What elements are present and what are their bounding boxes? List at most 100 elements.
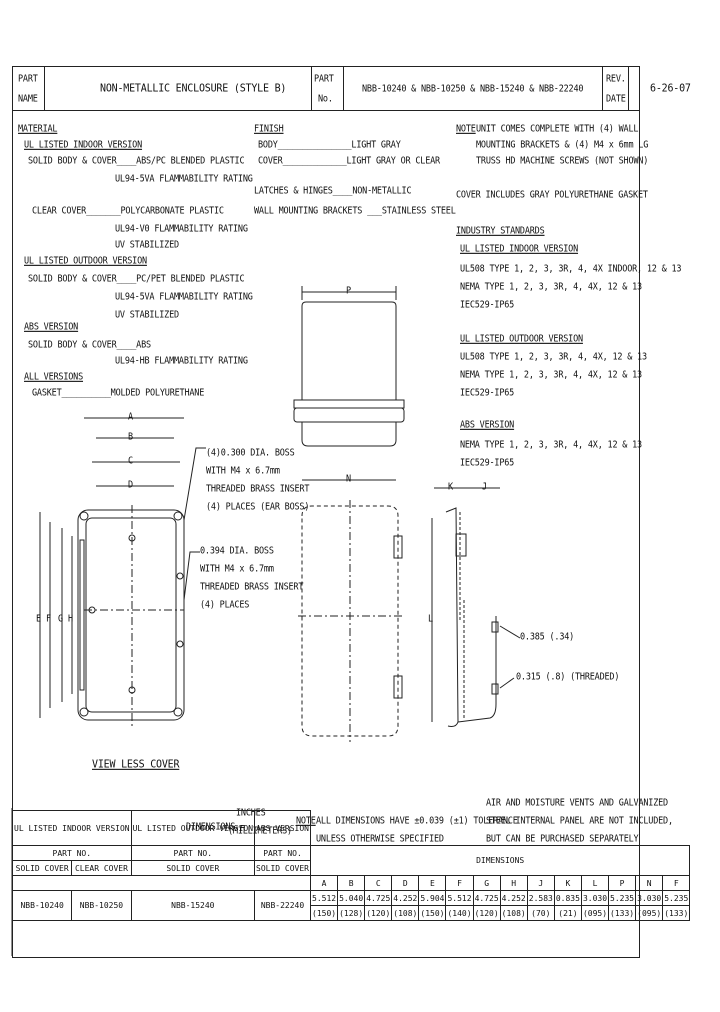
boss-callout: (4) PLACES (EAR BOSS) — [206, 502, 310, 513]
boss-callout: THREADED BRASS INSERT — [206, 484, 310, 495]
side-dim-callout: 0.385 (.34) — [520, 632, 575, 643]
ul-indoor-heading: UL LISTED INDOOR VERSION — [24, 140, 143, 151]
column-header: G — [472, 875, 501, 891]
vents-note: BUT CAN BE PURCHASED SEPARATELY — [486, 834, 639, 845]
dim-mm: (133) — [608, 905, 637, 921]
boss-callout: (4)0.300 DIA. BOSS — [206, 448, 295, 459]
dimensions-table: UL LISTED INDOOR VERSION UL LISTED OUTDO… — [11, 810, 691, 921]
standards-heading: INDUSTRY STANDARDS — [456, 226, 545, 237]
std-outdoor-heading: UL LISTED OUTDOOR VERSION — [460, 334, 583, 345]
title-block-rule — [12, 110, 639, 111]
dim-inches: 4.252 — [391, 890, 420, 906]
column-header: F — [662, 875, 691, 891]
dim-inches: 3.030 — [580, 890, 610, 906]
finish-line: LATCHES & HINGES____NON-METALLIC — [254, 186, 412, 197]
abs-heading: ABS VERSION — [24, 322, 79, 333]
vents-note: AIR AND MOISTURE VENTS AND GALVANIZED — [486, 798, 668, 809]
std-line: IEC529-IP65 — [460, 458, 515, 469]
dim-mm: (095) — [635, 905, 664, 921]
material-line: UL94-5VA FLAMMABILITY RATING — [115, 292, 253, 303]
part-no-header: PART NO. — [254, 845, 311, 861]
vents-note: STEEL INTERNAL PANEL ARE NOT INCLUDED, — [486, 816, 673, 827]
material-line: UL94-5VA FLAMMABILITY RATING — [115, 174, 253, 185]
dim-letter: N — [346, 474, 351, 485]
finish-line: BODY_______________LIGHT GRAY — [258, 140, 401, 151]
finish-heading: FINISH — [254, 124, 284, 135]
part-no-label: No. — [318, 94, 333, 105]
cover-note: COVER INCLUDES GRAY POLYURETHANE GASKET — [456, 190, 648, 201]
material-line: UV STABILIZED — [115, 310, 179, 321]
dim-letter: C — [128, 456, 133, 467]
front-view — [39, 417, 206, 726]
dim-mm: (133) — [662, 905, 691, 921]
part-no-header: PART NO. — [130, 845, 256, 861]
dim-inches: 4.725 — [472, 890, 501, 906]
dim-letter: H — [68, 614, 73, 625]
dimensions-header: DIMENSIONS — [309, 845, 691, 876]
boss-callout: 0.394 DIA. BOSS — [200, 546, 274, 557]
column-header: B — [337, 875, 366, 891]
title-divider — [44, 66, 45, 110]
dim-mm: (128) — [337, 905, 366, 921]
material-line: SOLID BODY & COVER____PC/PET BLENDED PLA… — [28, 274, 245, 285]
std-line: IEC529-IP65 — [460, 388, 515, 399]
part-number: NBB-10240 — [11, 890, 73, 921]
dim-mm: (095) — [580, 905, 610, 921]
note-label: NOTE — [456, 124, 476, 135]
dim-letter: L — [428, 614, 433, 625]
dim-inches: 5.512 — [309, 890, 339, 906]
dim-inches: 3.030 — [635, 890, 664, 906]
material-line: UV STABILIZED — [115, 240, 179, 251]
column-header: C — [364, 875, 393, 891]
material-line: SOLID BODY & COVER____ABS/PC BLENDED PLA… — [28, 156, 245, 167]
material-line: UL94-V0 FLAMMABILITY RATING — [115, 224, 248, 235]
dim-inches: 0.835 — [553, 890, 582, 906]
dim-inches: 5.235 — [608, 890, 637, 906]
rev-label: REV. — [606, 74, 626, 85]
drawing-sheet — [12, 66, 640, 958]
sub-header: CLEAR COVER — [71, 860, 132, 876]
finish-line: COVER_____________LIGHT GRAY OR CLEAR — [258, 156, 440, 167]
dim-inches: 5.040 — [337, 890, 366, 906]
boss-callout: WITH M4 x 6.7mm — [200, 564, 274, 575]
column-header: D — [391, 875, 420, 891]
column-header: L — [580, 875, 610, 891]
part-name-label: NAME — [18, 94, 38, 105]
title-divider — [311, 66, 312, 110]
dim-inches: 4.725 — [364, 890, 393, 906]
title-divider — [343, 66, 344, 110]
side-view — [431, 487, 521, 727]
material-line: UL94-HB FLAMMABILITY RATING — [115, 356, 248, 367]
dim-letter: P — [346, 286, 351, 297]
dim-inches: 5.904 — [418, 890, 447, 906]
rev-date: 6-26-07 — [650, 82, 691, 95]
std-line: IEC529-IP65 — [460, 300, 515, 311]
column-header: H — [499, 875, 528, 891]
dim-inches: 4.252 — [499, 890, 528, 906]
column-header: P — [608, 875, 637, 891]
dim-letter: K — [448, 482, 453, 493]
dim-letter: F — [46, 614, 51, 625]
material-line: GASKET__________MOLDED POLYURETHANE — [32, 388, 205, 399]
rev-label: DATE — [606, 94, 626, 105]
view-label: VIEW LESS COVER — [92, 758, 180, 771]
material-heading: MATERIAL — [18, 124, 58, 135]
material-line: SOLID BODY & COVER____ABS — [28, 340, 151, 351]
top-view — [293, 286, 405, 447]
title-divider — [602, 66, 603, 110]
std-indoor-heading: UL LISTED INDOOR VERSION — [460, 244, 579, 255]
note-line: TRUSS HD MACHINE SCREWS (NOT SHOWN) — [476, 156, 649, 167]
group-header: ABS VERSION — [254, 810, 311, 846]
column-header: K — [553, 875, 582, 891]
dim-mm: (150) — [418, 905, 447, 921]
sub-header: SOLID COVER — [254, 860, 311, 876]
std-line: NEMA TYPE 1, 2, 3, 3R, 4, 4X, 12 & 13 — [460, 440, 642, 451]
std-line: UL508 TYPE 1, 2, 3, 3R, 4, 4X, 12 & 13 — [460, 352, 647, 363]
boss-callout: THREADED BRASS INSERT — [200, 582, 304, 593]
dim-letter: E — [36, 614, 41, 625]
column-header: A — [309, 875, 339, 891]
std-line: NEMA TYPE 1, 2, 3, 3R, 4, 4X, 12 & 13 — [460, 282, 642, 293]
dim-mm: (108) — [391, 905, 420, 921]
dim-mm: (140) — [445, 905, 474, 921]
